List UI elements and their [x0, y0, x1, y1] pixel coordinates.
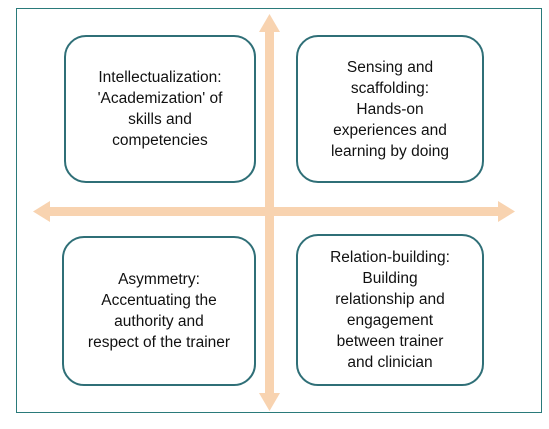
quadrant-sensing-scaffolding: Sensing and scaffolding: Hands-on experi…	[296, 35, 484, 183]
down-arrowhead	[259, 393, 280, 411]
diagram-frame	[16, 8, 542, 413]
up-arrowhead	[259, 14, 280, 32]
quadrant-intellectualization: Intellectualization: 'Academization' of …	[64, 35, 256, 183]
quadrant-asymmetry: Asymmetry: Accentuating the authority an…	[62, 236, 256, 386]
quadrant-intellectualization-text: Intellectualization: 'Academization' of …	[97, 69, 223, 149]
horizontal-axis-line	[48, 207, 500, 216]
right-arrowhead	[498, 201, 515, 222]
quadrant-asymmetry-text: Asymmetry: Accentuating the authority an…	[87, 271, 231, 351]
left-arrowhead	[33, 201, 50, 222]
quadrant-sensing-scaffolding-text: Sensing and scaffolding: Hands-on experi…	[330, 58, 450, 160]
quadrant-relation-building: Relation-building: Building relationship…	[296, 234, 484, 386]
quadrant-relation-building-text: Relation-building: Building relationship…	[330, 249, 450, 371]
